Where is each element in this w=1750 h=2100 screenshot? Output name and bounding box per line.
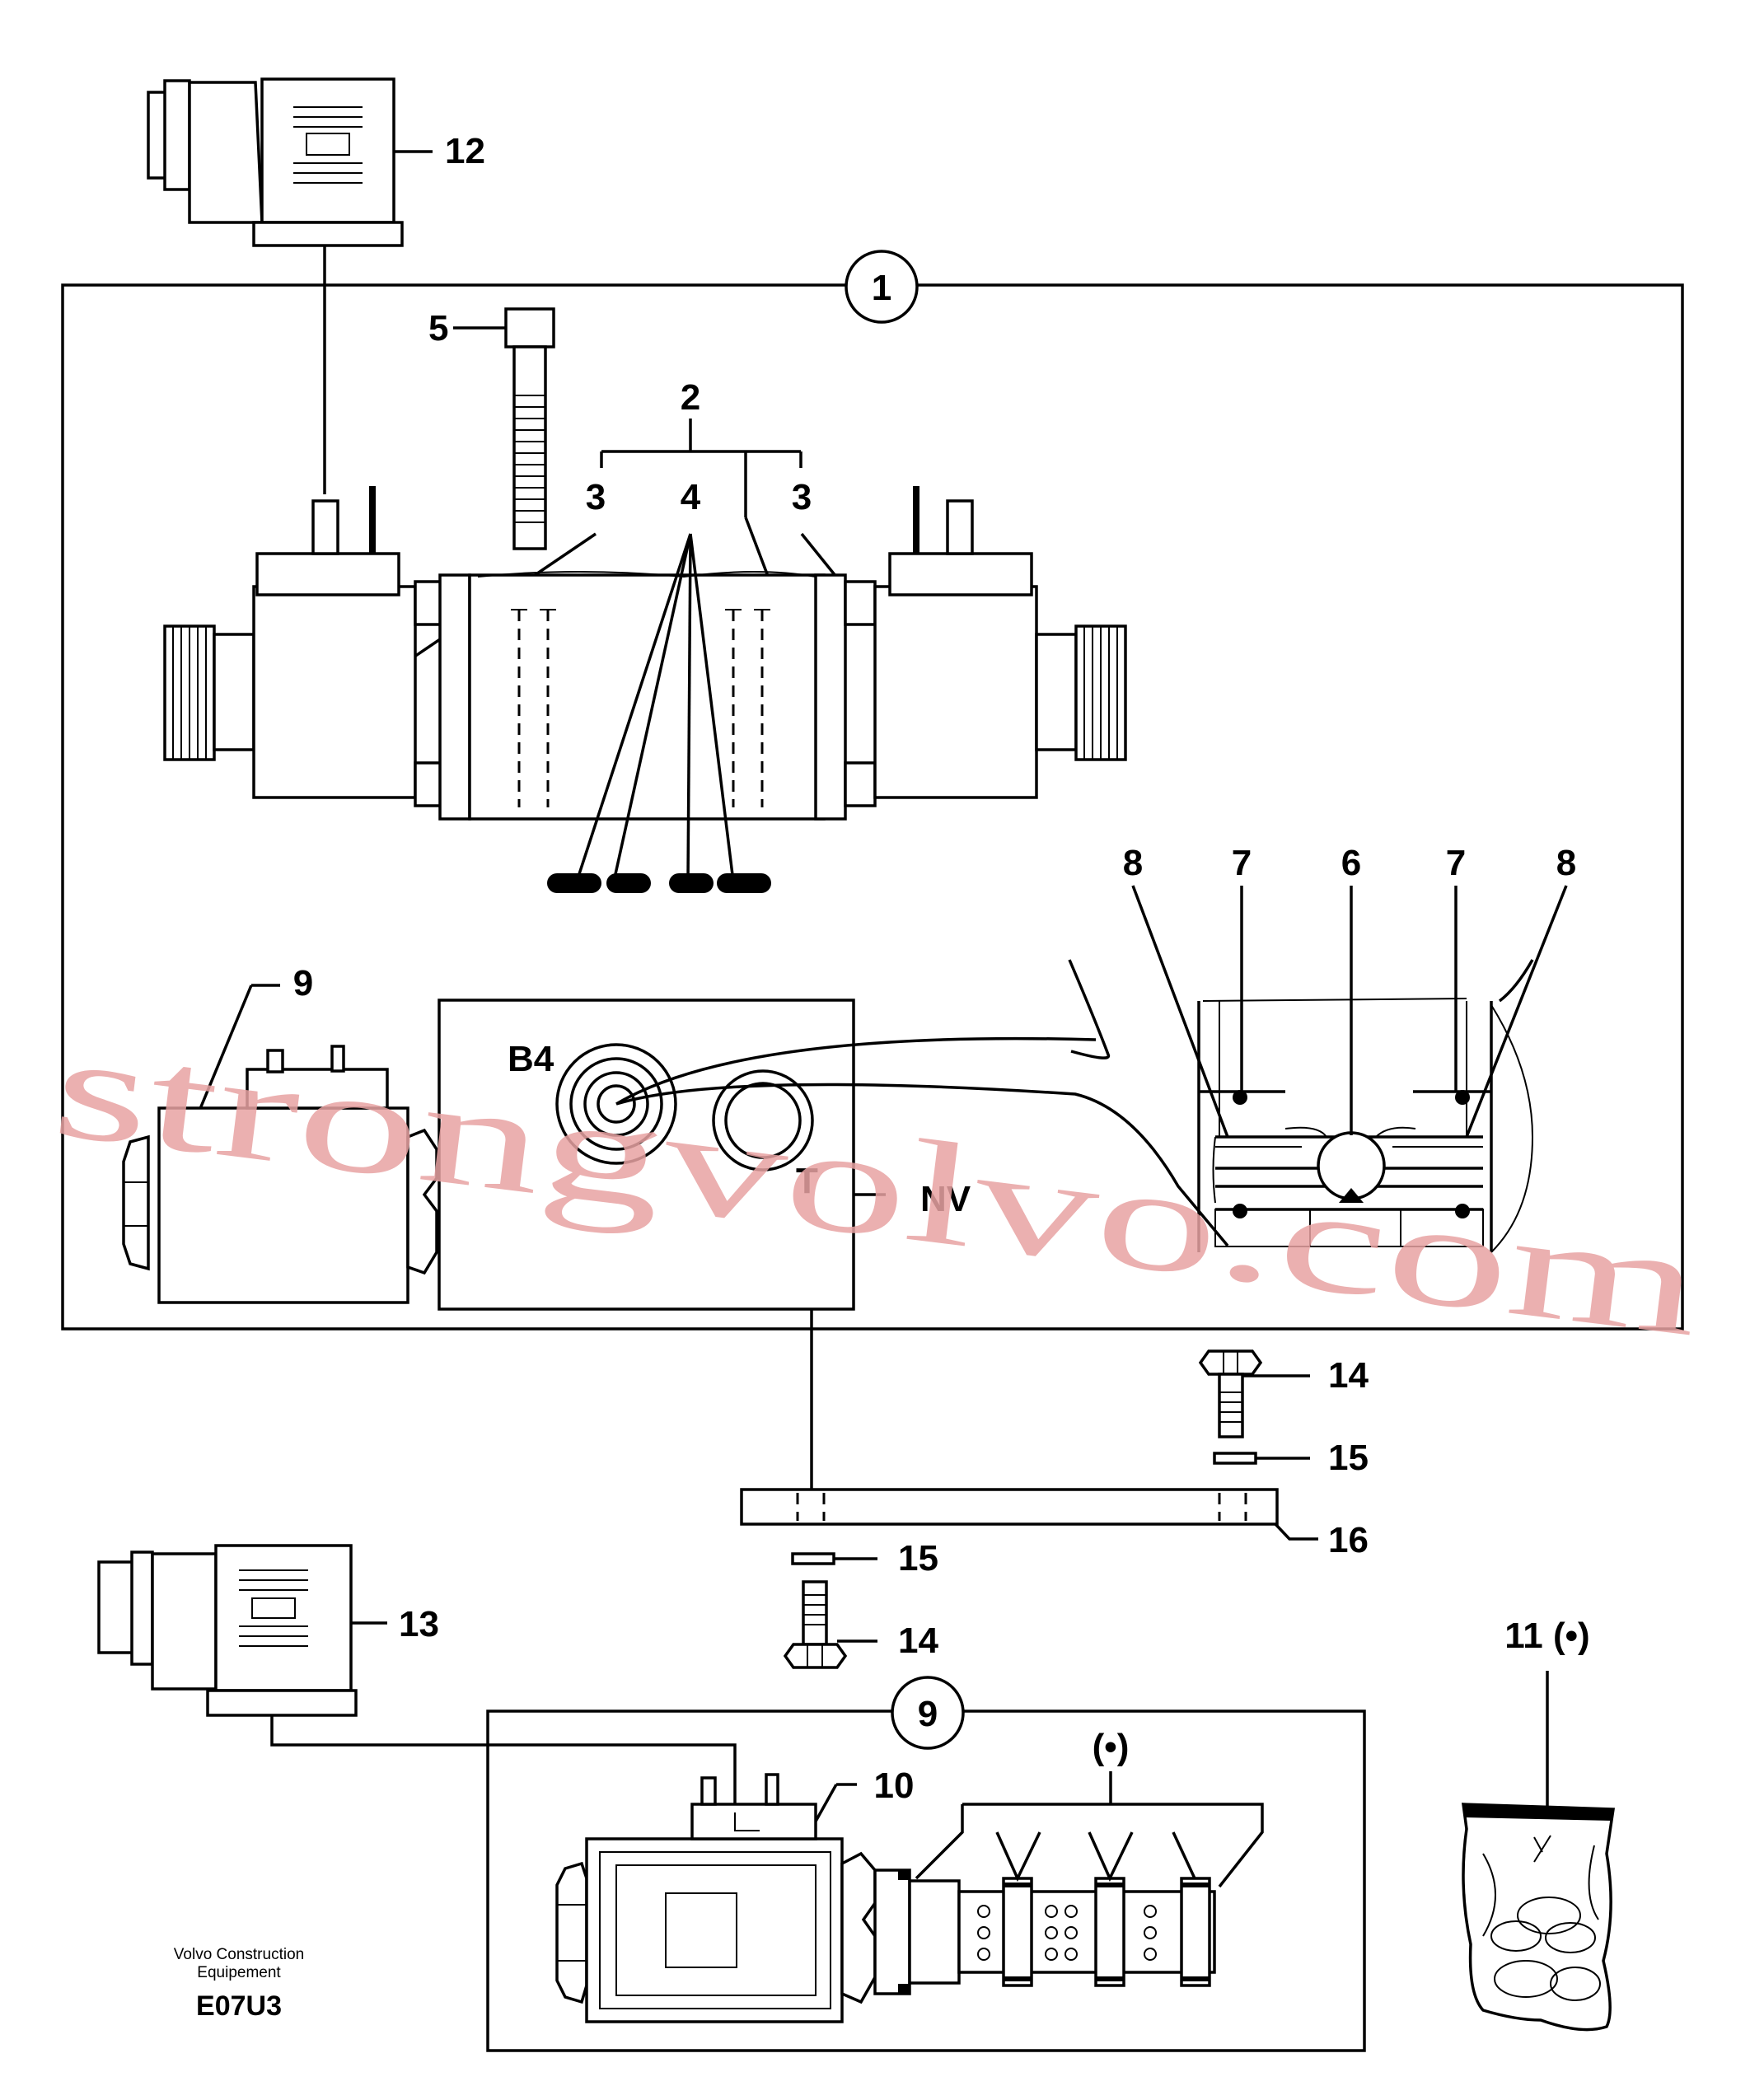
watermark: strongvolvo.com xyxy=(45,1003,1709,1367)
callout-10: 10 xyxy=(874,1766,915,1806)
callout-15-top: 15 xyxy=(1328,1438,1369,1478)
seal-kit-bag-11 xyxy=(1461,1671,1616,2032)
port-nv: NV xyxy=(920,1179,971,1219)
washer-15-bottom xyxy=(791,1552,877,1565)
callout-13: 13 xyxy=(399,1604,439,1644)
port-t: T xyxy=(796,1161,818,1201)
solenoid-9 xyxy=(122,1045,438,1304)
callout-7-left: 7 xyxy=(1232,843,1252,883)
callout-6: 6 xyxy=(1341,843,1361,883)
washer-15-top xyxy=(1213,1452,1310,1465)
screw-14-top xyxy=(1198,1349,1310,1438)
leader-9 xyxy=(192,985,253,1125)
callout-14-bottom: 14 xyxy=(898,1621,938,1661)
valve-block-nv xyxy=(438,999,1229,1311)
connector-13 xyxy=(97,1544,737,1812)
directional-valve xyxy=(163,486,1127,821)
callout-5: 5 xyxy=(428,308,448,348)
callout-8-left: 8 xyxy=(1123,843,1143,883)
callout-4: 4 xyxy=(681,477,701,517)
callout-16: 16 xyxy=(1328,1520,1369,1560)
callout-1: 1 xyxy=(872,268,891,308)
leader-4 xyxy=(575,533,735,882)
callout-circle-9 xyxy=(891,1676,965,1750)
company-line-1: Volvo Construction xyxy=(174,1946,304,1963)
o-rings-4 xyxy=(547,873,771,893)
callout-14-top: 14 xyxy=(1328,1355,1369,1396)
callout-3-left: 3 xyxy=(586,477,606,517)
port-b4: B4 xyxy=(508,1039,554,1079)
callout-11: 11 (•) xyxy=(1504,1616,1589,1656)
callout-circle-1 xyxy=(845,250,919,324)
callout-8-right: 8 xyxy=(1556,843,1576,883)
drawing-code: E07U3 xyxy=(196,1990,282,2022)
callout-12: 12 xyxy=(445,131,485,171)
callout-9: 9 xyxy=(293,963,313,1003)
callout-dot: (•) xyxy=(1093,1727,1130,1767)
callout-3-right: 3 xyxy=(792,477,812,517)
callout-15-bottom: 15 xyxy=(898,1538,938,1579)
callout-2: 2 xyxy=(681,377,700,418)
connector-12 xyxy=(147,77,433,494)
company-line-2: Equipement xyxy=(197,1964,281,1981)
cutaway-detail xyxy=(1068,885,1568,1253)
callout-9-bottom: 9 xyxy=(918,1694,938,1734)
solenoid-valve-10 xyxy=(555,1771,1264,2023)
callout-7-right: 7 xyxy=(1446,843,1466,883)
mounting-plate-16 xyxy=(740,1488,1318,1541)
screw-14-bottom xyxy=(783,1580,877,1669)
screw-5 xyxy=(453,307,555,550)
